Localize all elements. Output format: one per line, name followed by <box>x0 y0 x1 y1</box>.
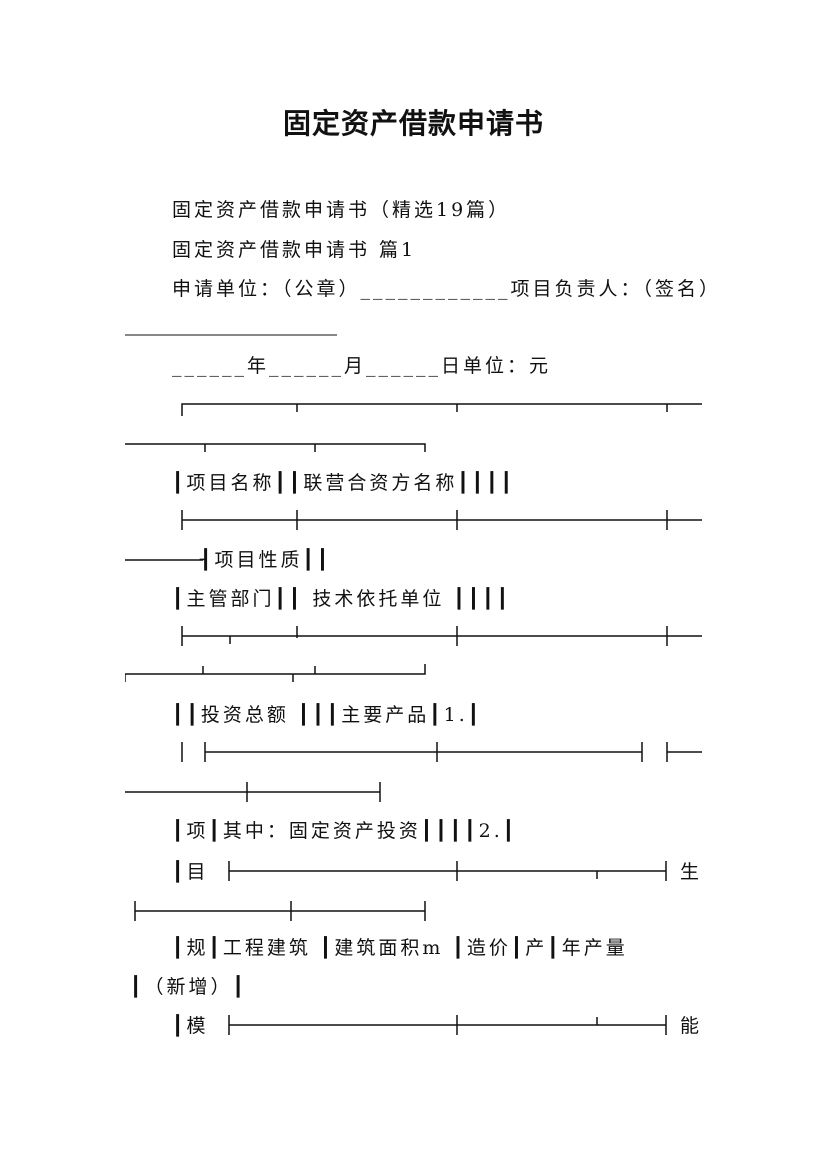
table-divider-1 <box>125 508 705 530</box>
table-divider-1-cont <box>125 548 205 572</box>
table-row-item-left: ┃目 <box>172 861 209 883</box>
section-heading: 固定资产借款申请书 篇1 <box>172 239 417 261</box>
table-divider-2 <box>125 624 705 686</box>
table-divider-4 <box>225 858 670 884</box>
table-row-scale-cont: ┃（新增）┃ <box>130 976 247 998</box>
table-row-investment: ┃┃投资总额 ┃┃┃主要产品┃1.┃ <box>172 704 483 726</box>
table-row-model-right: 能 <box>680 1015 703 1037</box>
intro-line: 固定资产借款申请书（精选19篇） <box>172 199 511 221</box>
table-divider-3 <box>125 740 705 804</box>
table-row-project-name: ┃项目名称┃┃联营合资方名称┃┃┃┃ <box>172 472 516 494</box>
applicant-line: 申请单位：（公章）____________项目负责人：（签名） <box>172 278 722 300</box>
table-row-model-left: ┃模 <box>172 1015 209 1037</box>
signature-underline <box>125 333 337 337</box>
table-row-department: ┃主管部门┃┃ 技术依托单位 ┃┃┃┃ <box>172 588 512 610</box>
table-divider-6 <box>225 1012 670 1038</box>
table-row-fixed-asset: ┃项┃其中：固定资产投资┃┃┃┃2.┃ <box>172 820 518 842</box>
date-line: ______年______月______日单位：元 <box>172 355 552 377</box>
table-divider-5 <box>125 898 435 924</box>
table-row-scale: ┃规┃工程建筑 ┃建筑面积m ┃造价┃产┃年产量 <box>172 937 628 959</box>
table-top-border <box>125 398 705 456</box>
document-title: 固定资产借款申请书 <box>282 107 544 140</box>
table-row-project-nature: ┨项目性质┃┃ <box>200 549 332 571</box>
table-row-item-right: 生 <box>680 861 703 883</box>
